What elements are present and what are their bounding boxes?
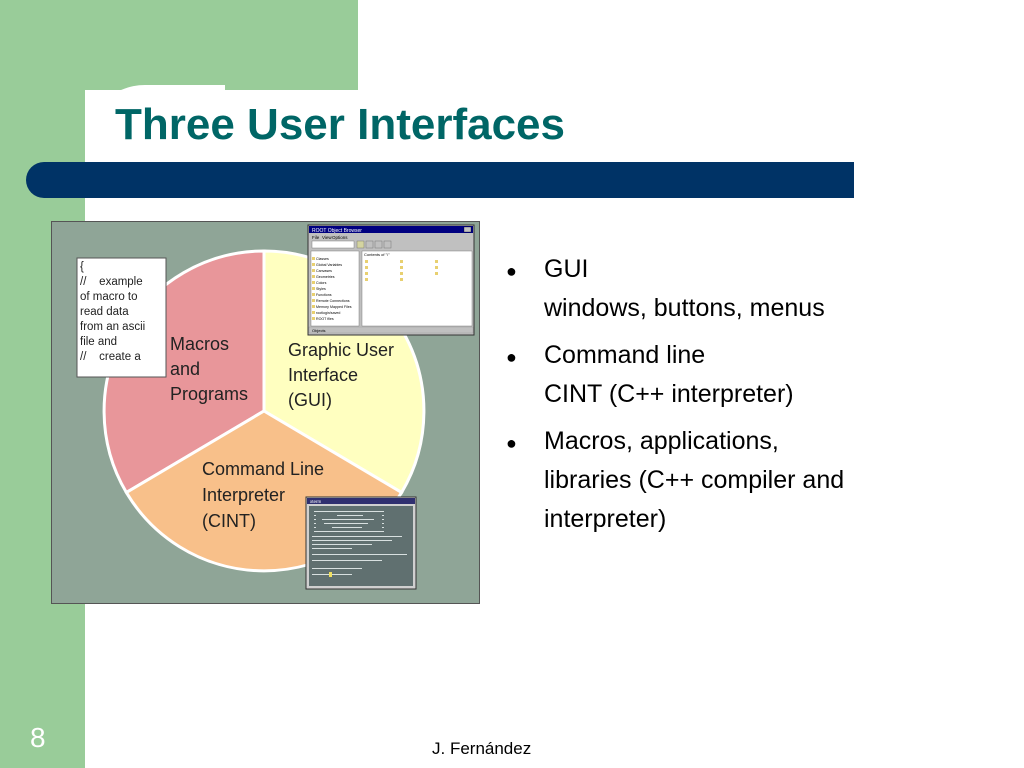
gui-browser-window: ROOT Object Browser File View Options Co… <box>307 224 475 336</box>
macros-label-line3: Programs <box>170 384 248 404</box>
macro-note-line: read data <box>80 306 129 318</box>
gui-label-line3: (GUI) <box>288 390 332 410</box>
macros-label-line1: Macros <box>170 334 229 354</box>
interfaces-pie-diagram: Macros and Programs Graphic User Interfa… <box>76 224 475 590</box>
macro-note-line: of macro to <box>80 291 138 303</box>
gui-label-line1: Graphic User <box>288 340 394 360</box>
gui-tree-item: Classes <box>316 257 329 261</box>
macro-note-box <box>76 257 167 378</box>
bullet-item-gui: GUI windows, buttons, menus <box>506 250 1006 328</box>
bullet-heading: Command line <box>544 341 706 369</box>
cint-terminal-window: xterm <box>305 496 417 590</box>
bullet-list: GUI windows, buttons, menus Command line… <box>506 250 1006 547</box>
bullet-item-macros: Macros, applications, libraries (C++ com… <box>506 422 1006 539</box>
macro-note-line: file and <box>80 336 117 348</box>
gui-menu-file: File <box>312 235 320 240</box>
title-underline-bar <box>26 162 854 198</box>
bullet-detail: CINT (C++ interpreter) <box>544 380 794 408</box>
gui-folder-header: Contents of "/" <box>364 252 390 257</box>
macros-label-line2: and <box>170 359 200 379</box>
macro-note-line: { <box>80 261 84 273</box>
gui-menu-view: View <box>322 235 332 240</box>
gui-status-bar: Objects <box>312 328 326 333</box>
gui-tree-item: rootlogin/saved <box>316 311 340 315</box>
bullet-detail: interpreter) <box>544 505 667 533</box>
gui-tree-item: ROOT files <box>316 317 334 321</box>
bullet-heading: Macros, applications, <box>544 427 779 455</box>
bullet-detail: windows, buttons, menus <box>544 294 825 322</box>
gui-tree-item: Colors <box>316 281 327 285</box>
macro-note-line: from an ascii <box>80 321 145 333</box>
cint-label-line2: Interpreter <box>202 485 285 505</box>
gui-label-line2: Interface <box>288 365 358 385</box>
three-interfaces-figure: Macros and Programs Graphic User Interfa… <box>51 221 480 604</box>
cint-label-line3: (CINT) <box>202 511 256 531</box>
cint-label-line1: Command Line <box>202 459 324 479</box>
slide-title: Three User Interfaces <box>115 100 565 149</box>
gui-tree-item: Canvases <box>316 269 332 273</box>
bullet-heading: GUI <box>544 255 589 283</box>
gui-tree-item: Global Variables <box>316 263 342 267</box>
gui-tree-item: Memory Mapped Files <box>316 305 352 309</box>
macro-note-line: // create a <box>80 351 141 363</box>
gui-window-title: ROOT Object Browser <box>312 228 362 234</box>
cint-window-title: xterm <box>310 499 322 504</box>
gui-menu-options: Options <box>332 235 348 240</box>
gui-tree-item: Styles <box>316 287 326 291</box>
page-number: 8 <box>30 722 46 753</box>
footer-author: J. Fernández <box>432 739 532 758</box>
gui-tree-item: Remote Connections <box>316 299 350 303</box>
bullet-item-command-line: Command line CINT (C++ interpreter) <box>506 336 1006 414</box>
gui-tree-item: Functions <box>316 293 332 297</box>
macro-note-line: // example <box>80 276 143 288</box>
gui-tree-item: Geometries <box>316 275 335 279</box>
bullet-detail: libraries (C++ compiler and <box>544 466 845 494</box>
